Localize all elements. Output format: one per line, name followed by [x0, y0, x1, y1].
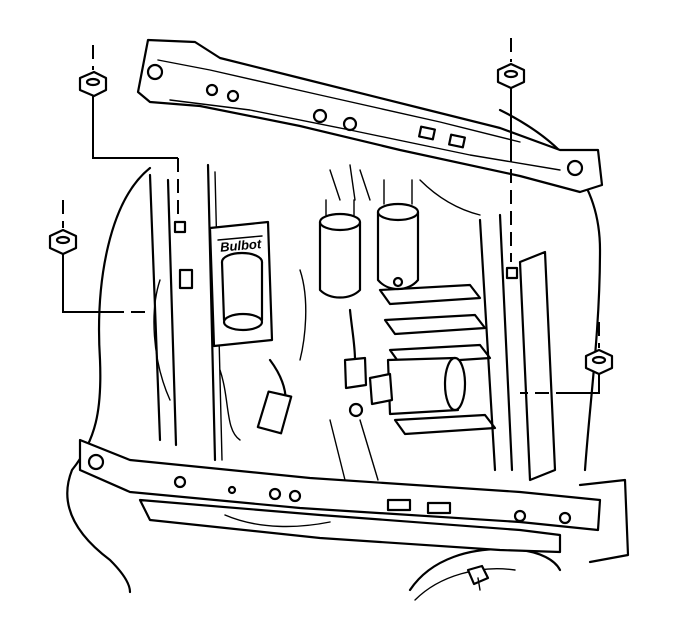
fastener-top-left — [78, 45, 179, 222]
nut-icon — [584, 348, 614, 376]
wiring-harness — [153, 164, 481, 441]
fastener-right — [520, 322, 614, 394]
fastener-left — [48, 200, 150, 313]
side-rail-right — [478, 213, 557, 482]
side-rail-left — [148, 163, 223, 462]
nut-icon — [48, 228, 78, 256]
front-rail — [78, 438, 630, 564]
lumbar-motor: Bulbot — [208, 220, 274, 348]
height-adjust-motor — [368, 356, 467, 416]
fastener-top-right — [496, 38, 526, 262]
motor-label: Bulbot — [219, 236, 262, 255]
harness-clip — [466, 564, 490, 591]
nut-icon — [496, 62, 526, 90]
rear-rail — [136, 38, 604, 194]
nut-icon — [78, 70, 108, 98]
actuator-right — [376, 179, 420, 291]
actuator-left — [318, 199, 362, 299]
